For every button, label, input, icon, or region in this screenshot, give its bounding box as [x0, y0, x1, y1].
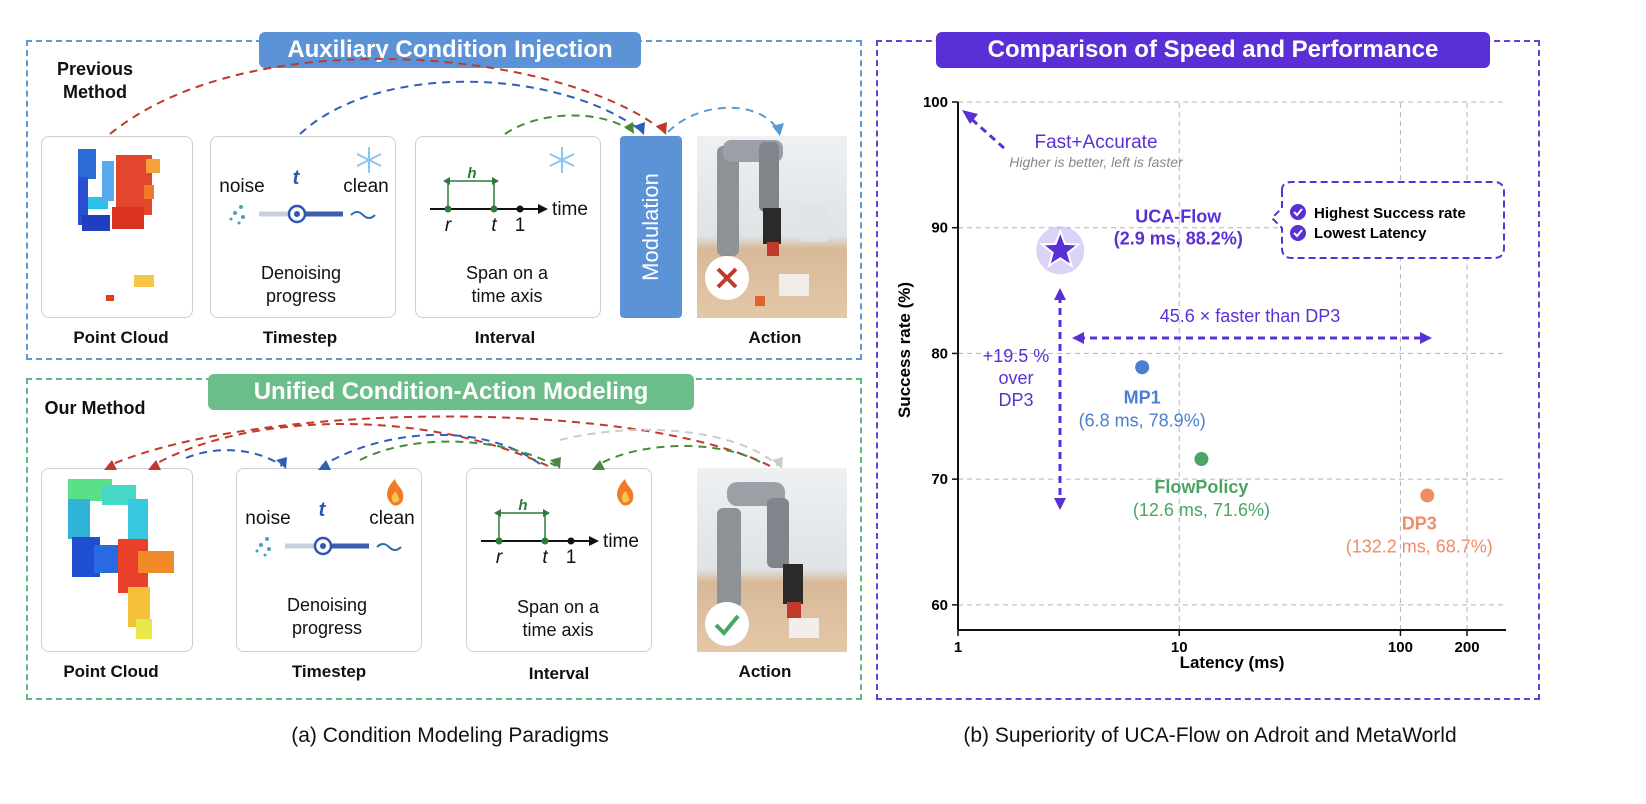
- interval-card-bottom: [466, 468, 652, 652]
- check-icon: [705, 602, 749, 646]
- clean-label-top: clean: [343, 176, 389, 197]
- span-line1-top: Span on a: [465, 263, 549, 283]
- fast-accurate-arrow: [967, 114, 1005, 150]
- point-cloud-image-top: [78, 149, 160, 301]
- modulation-block: Modulation: [620, 136, 682, 318]
- y-tick-label: 100: [923, 94, 948, 111]
- x-tick-label: 1: [954, 639, 962, 656]
- point-mp1: [1135, 360, 1150, 375]
- one-symbol-bottom: 1: [565, 547, 577, 568]
- action-label-bottom: Action: [738, 662, 792, 681]
- span-line1-bottom: Span on a: [516, 597, 600, 617]
- previous-method-label: Previous Method: [56, 59, 134, 102]
- interval-label-bottom: Interval: [528, 664, 590, 683]
- point-name-flowpolicy: FlowPolicy: [1154, 477, 1248, 497]
- point-cloud-label-bottom: Point Cloud: [63, 662, 159, 681]
- modulation-label: Modulation: [638, 173, 663, 281]
- chart-grid: [952, 101, 1506, 636]
- y-tick-labels: 60 70 80 90 100: [923, 94, 948, 614]
- point-name-dp3: DP3: [1402, 513, 1437, 533]
- bottom-arrows: [104, 415, 783, 470]
- point-cloud-label-top: Point Cloud: [73, 328, 169, 347]
- r-symbol-bottom: r: [495, 547, 503, 568]
- x-tick-label: 100: [1388, 639, 1413, 656]
- interval-label-top: Interval: [474, 328, 536, 347]
- time-label-bottom: time: [603, 531, 639, 552]
- timestep-label-top: Timestep: [262, 328, 338, 347]
- x-tick-labels: 1 10 100 200: [954, 639, 1480, 656]
- timestep-card-top: [210, 136, 396, 318]
- right-caption: (b) Superiority of UCA-Flow on Adroit an…: [963, 724, 1457, 747]
- gain-line3: DP3: [998, 390, 1033, 410]
- point-dp3: [1420, 488, 1435, 503]
- point-uca-flow-star: [1039, 228, 1082, 269]
- clean-label-bottom: clean: [369, 508, 415, 529]
- point-label-flowpolicy: (12.6 ms, 71.6%): [1133, 500, 1270, 520]
- noise-label-top: noise: [219, 176, 265, 197]
- legend-item-1: Highest Success rate: [1314, 205, 1466, 222]
- action-label-top: Action: [748, 328, 802, 347]
- point-name-uca-flow: UCA-Flow: [1135, 206, 1222, 226]
- speedup-label: 45.6 × faster than DP3: [1160, 306, 1341, 326]
- r-symbol-top: r: [444, 215, 452, 236]
- robot-arm-bottom: [717, 482, 819, 638]
- unified-modeling-title: Unified Condition-Action Modeling: [208, 374, 694, 410]
- legend-item-2: Lowest Latency: [1314, 225, 1427, 242]
- h-symbol-top: h: [467, 165, 477, 182]
- y-tick-label: 90: [931, 220, 948, 237]
- interval-diagram-top: [430, 147, 575, 214]
- point-label-dp3: (132.2 ms, 68.7%): [1346, 536, 1493, 556]
- point-cloud-card-bottom: [41, 468, 193, 652]
- timestep-card-bottom: [236, 468, 422, 652]
- t-symbol-bottom: t: [318, 499, 326, 521]
- timestep-diagram-top: [229, 147, 382, 225]
- y-axis-title: Success rate (%): [895, 282, 914, 418]
- span-line2-top: time axis: [471, 286, 543, 306]
- point-label-uca-flow: (2.9 ms, 88.2%): [1114, 228, 1243, 248]
- x-axis-title: Latency (ms): [1180, 653, 1285, 672]
- x-tick-label: 10: [1171, 639, 1188, 656]
- top-arrows: [109, 57, 784, 136]
- denoising-line2-top: progress: [265, 286, 337, 306]
- comparison-title: Comparison of Speed and Performance: [936, 32, 1490, 68]
- cross-icon: [705, 256, 749, 300]
- point-cloud-card-top: [41, 136, 193, 318]
- gain-line2: over: [998, 368, 1033, 388]
- denoising-line2-bottom: progress: [291, 618, 363, 638]
- robot-arm-top: [717, 140, 827, 306]
- denoising-line1-bottom: Denoising: [286, 595, 368, 615]
- h-symbol-bottom: h: [518, 497, 528, 514]
- fast-accurate-label: Fast+Accurate: [1034, 132, 1157, 153]
- gain-line1: +19.5 %: [983, 346, 1050, 366]
- denoising-line1-top: Denoising: [260, 263, 342, 283]
- y-tick-label: 70: [931, 471, 948, 488]
- legend-check-icon-2: [1290, 225, 1306, 241]
- t-symbol-top: t: [292, 167, 300, 189]
- point-cloud-image-bottom: [68, 479, 174, 639]
- legend-check-icon-1: [1290, 204, 1306, 220]
- left-caption: (a) Condition Modeling Paradigms: [291, 724, 609, 747]
- hint-label: Higher is better, left is faster: [1009, 154, 1184, 170]
- legend-box: [1270, 181, 1505, 259]
- our-method-label: Our Method: [44, 398, 146, 418]
- one-symbol-top: 1: [514, 215, 526, 236]
- interval-diagram-bottom: [481, 479, 634, 546]
- time-label-top: time: [552, 199, 588, 220]
- t-axis-symbol-bottom: t: [542, 547, 548, 568]
- interval-card-top: [415, 136, 601, 318]
- chart-points: UCA-Flow(2.9 ms, 88.2%) MP1 (6.8 ms, 78.9%…: [1036, 206, 1493, 556]
- timestep-diagram-bottom: [255, 479, 404, 557]
- y-tick-label: 80: [931, 345, 948, 362]
- t-axis-symbol-top: t: [491, 215, 497, 236]
- span-line2-bottom: time axis: [522, 620, 594, 640]
- point-flowpolicy: [1194, 452, 1209, 467]
- timestep-label-bottom: Timestep: [291, 662, 367, 681]
- noise-label-bottom: noise: [245, 508, 291, 529]
- point-label-mp1: (6.8 ms, 78.9%): [1079, 410, 1206, 430]
- x-tick-label: 200: [1455, 639, 1480, 656]
- y-tick-label: 60: [931, 597, 948, 614]
- point-name-mp1: MP1: [1124, 387, 1161, 407]
